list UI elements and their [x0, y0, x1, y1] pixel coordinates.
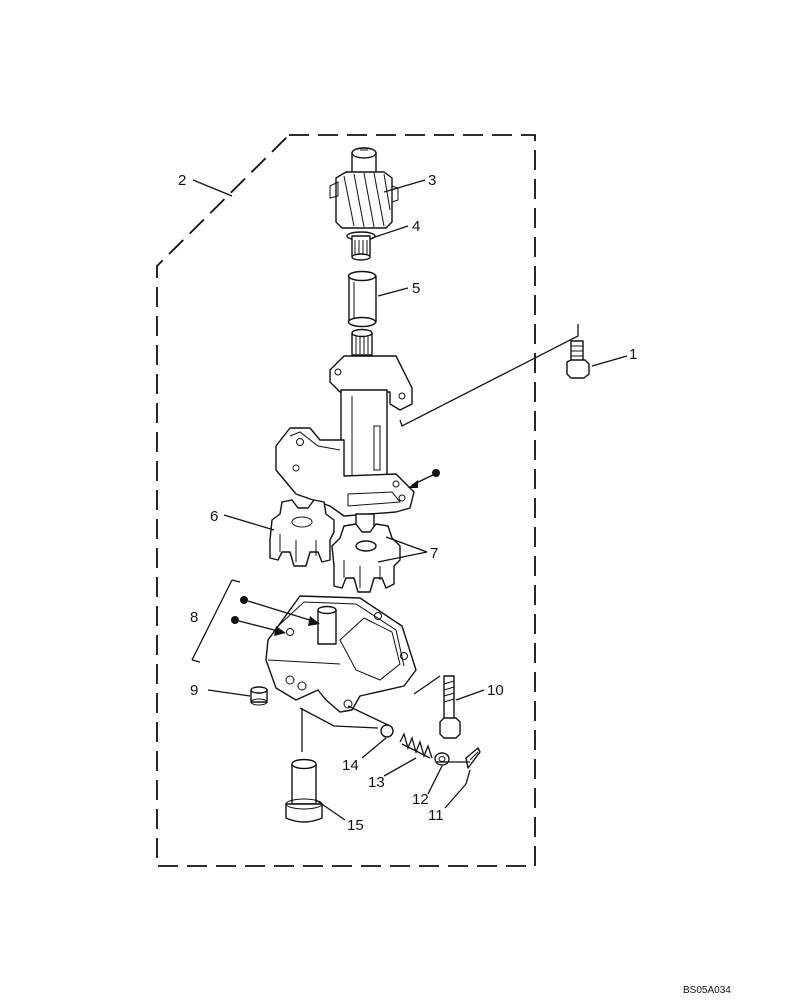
- washer: [434, 752, 450, 766]
- assembly-boundary: [156, 134, 536, 867]
- callout-3: 3: [428, 172, 436, 189]
- leader-lines: [191, 179, 628, 821]
- callout-4: 4: [412, 218, 420, 235]
- callout-6: 6: [210, 508, 218, 525]
- callout-15: 15: [347, 817, 364, 834]
- cotter-pin: [465, 747, 481, 769]
- callout-5: 5: [412, 280, 420, 297]
- callout-2: 2: [178, 172, 186, 189]
- pump-body-lower: [265, 595, 417, 713]
- plug: [250, 686, 268, 706]
- callout-11: 11: [428, 807, 444, 824]
- bushing: [347, 270, 377, 328]
- callout-14: 14: [342, 757, 359, 774]
- idler-gear: [269, 499, 335, 567]
- bolt: [439, 675, 461, 739]
- callout-13: 13: [368, 774, 385, 791]
- callout-7: 7: [430, 545, 438, 562]
- pump-body-upper: [275, 328, 415, 539]
- cap-screw: [566, 340, 590, 379]
- callout-8: 8: [190, 609, 198, 626]
- callout-10: 10: [487, 682, 504, 699]
- pickup-tube: [285, 758, 323, 823]
- callout-1: 1: [629, 346, 637, 363]
- driven-gear: [331, 523, 401, 593]
- drive-shaft: [346, 231, 376, 261]
- drawing-code: BS05A034: [683, 985, 731, 996]
- callout-9: 9: [190, 682, 198, 699]
- drive-gear: [329, 147, 399, 229]
- check-ball: [380, 724, 394, 738]
- callout-12: 12: [412, 791, 429, 808]
- relief-spring: [399, 732, 433, 759]
